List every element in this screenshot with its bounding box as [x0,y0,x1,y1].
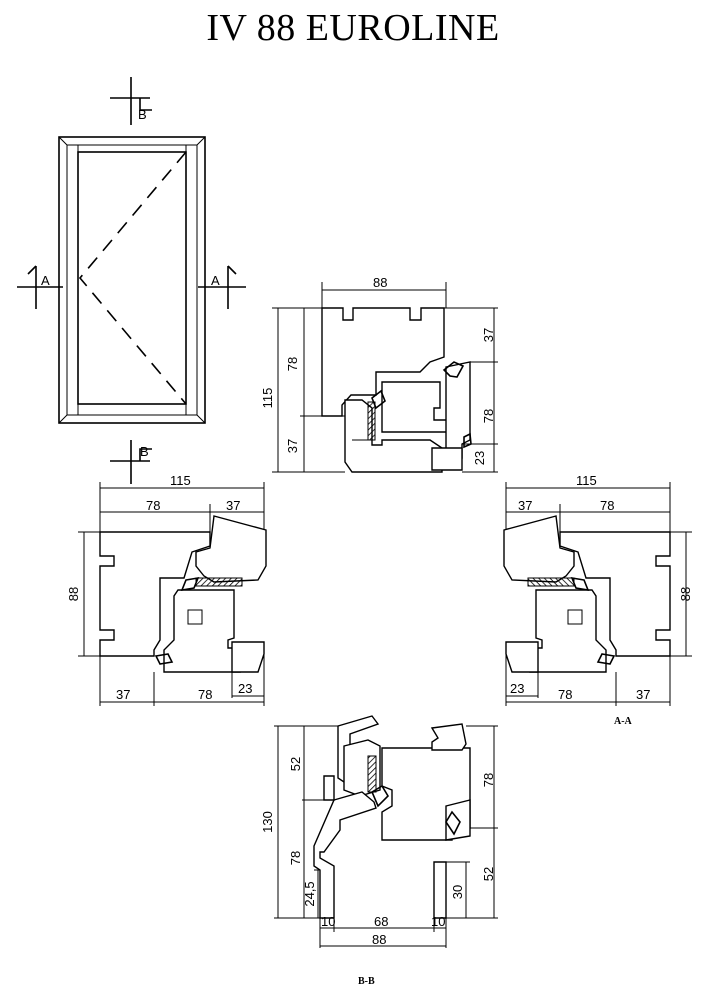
dim-left-37: 37 [226,498,240,513]
dim-top-78: 78 [285,357,300,371]
dim-right-78: 78 [600,498,614,513]
section-label-b-2: B [140,444,149,459]
dim-top-right-23: 23 [472,451,487,465]
section-left: 115 78 37 88 37 78 23 [66,473,267,706]
dim-right-bottom-78: 78 [558,687,572,702]
dim-left-height: 88 [66,587,81,601]
caption-a-a: A-A [614,716,632,727]
dim-top-right-78: 78 [481,409,496,423]
dim-top-37: 37 [285,439,300,453]
dim-bottom-10-right: 10 [431,914,445,929]
section-marker-b-bottom: B [110,440,152,484]
dim-right-bottom-23: 23 [510,681,524,696]
opening-direction-dashes [78,151,187,405]
section-bottom: 130 52 78 24,5 78 52 30 10 68 10 88 [260,715,498,948]
dim-top-height: 115 [260,388,275,409]
dim-bottom-52: 52 [288,757,303,771]
dim-top-right-37: 37 [481,328,496,342]
dim-left-width: 115 [170,473,191,488]
section-marker-a-left: A [17,265,63,309]
section-right [503,482,692,706]
section-top: 88 115 78 37 37 78 23 [260,275,498,473]
dim-bottom-24-5: 24,5 [302,881,317,906]
dim-bottom-10-left: 10 [321,914,335,929]
section-label-b: B [138,107,147,122]
dim-bottom-68: 68 [374,914,388,929]
section-right-dims: 115 37 78 88 23 78 37 [510,473,693,702]
section-marker-b-top: B [110,77,152,125]
dim-top-width: 88 [373,275,387,290]
section-label-a: A [41,273,50,288]
dim-left-bottom-78: 78 [198,687,212,702]
dim-left-bottom-37: 37 [116,687,130,702]
dim-left-bottom-23: 23 [238,681,252,696]
dim-bottom-right-78: 78 [481,773,496,787]
dim-bottom-height: 130 [260,811,275,833]
section-marker-a-right: A [198,265,246,309]
dim-bottom-78: 78 [288,851,303,865]
dim-right-bottom-37: 37 [636,687,650,702]
page-title: IV 88 EUROLINE [206,7,500,49]
dim-left-78: 78 [146,498,160,513]
dim-bottom-width: 88 [372,932,386,947]
caption-b-b: B-B [358,976,375,987]
dim-bottom-right-52: 52 [481,867,496,881]
dim-right-height: 88 [678,587,693,601]
dim-bottom-right-30: 30 [450,885,465,899]
section-label-a-2: A [211,273,220,288]
dim-right-37: 37 [518,498,532,513]
dim-right-width: 115 [576,473,597,488]
window-elevation [58,136,206,424]
